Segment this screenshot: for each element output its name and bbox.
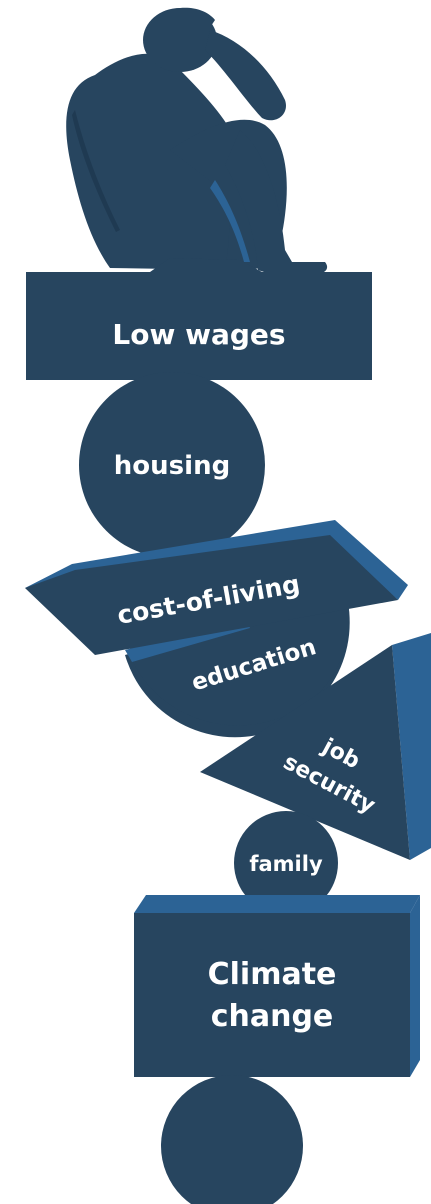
- block-education: education: [125, 590, 350, 738]
- block-bottom-circle: [161, 1075, 303, 1204]
- climate-change-label-line2: change: [211, 999, 334, 1034]
- block-job-security: job security: [200, 633, 431, 860]
- block-housing: housing: [79, 372, 265, 558]
- low-wages-rect: [26, 272, 372, 380]
- bottom-circle: [161, 1075, 303, 1204]
- housing-label: housing: [114, 451, 230, 481]
- block-low-wages: Low wages: [26, 272, 372, 380]
- block-family: family: [234, 811, 338, 915]
- cost-of-living-arrow: [25, 535, 398, 655]
- stressed-person-icon: [66, 7, 328, 274]
- family-label: family: [249, 852, 323, 876]
- job-security-triangle: [200, 645, 410, 860]
- job-security-depth: [392, 633, 431, 860]
- block-cost-of-living: cost-of-living: [25, 520, 408, 655]
- climate-change-front-face: [134, 913, 410, 1077]
- housing-circle: [79, 372, 265, 558]
- climate-change-side-face: [410, 895, 420, 1077]
- low-wages-label: Low wages: [112, 318, 285, 351]
- climate-change-label-line1: Climate: [208, 957, 337, 992]
- block-climate-change: Climate change: [134, 895, 420, 1077]
- climate-change-top-face: [134, 895, 420, 913]
- education-shape-top: [128, 598, 350, 726]
- family-circle: [234, 811, 338, 915]
